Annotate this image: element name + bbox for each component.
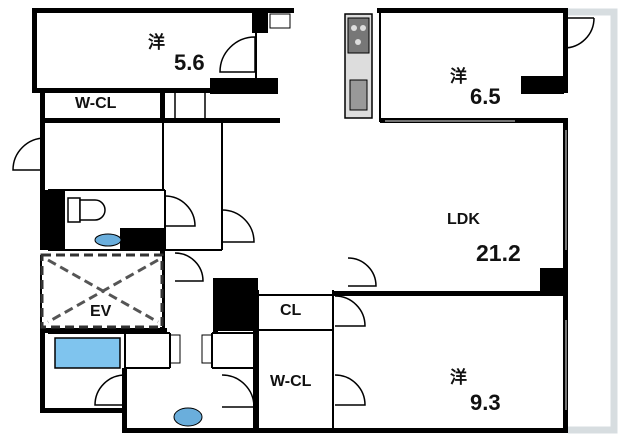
bathtub: [54, 337, 121, 369]
room-label-western-upper-right: 洋: [450, 67, 467, 87]
room-size-western-lower-right: 9.3: [470, 390, 501, 415]
balcony: [565, 8, 618, 434]
room-label-ldk: LDK: [447, 211, 480, 228]
room-label-western-lower-right: 洋: [450, 368, 467, 388]
room-label-ev: EV: [90, 303, 112, 320]
door-swings: [12, 17, 595, 408]
room-label-wcl-lower: W-CL: [270, 373, 312, 390]
cabinet-doors: [169, 13, 291, 364]
room-size-western-upper-right: 6.5: [470, 84, 501, 109]
room-label-wcl-upper: W-CL: [75, 95, 117, 112]
room-label-western-upper-left: 洋: [148, 33, 165, 53]
wash-basins: [94, 233, 203, 427]
walls: [32, 8, 568, 433]
elevator-shaft: [40, 253, 164, 329]
room-size-western-upper-left: 5.6: [174, 50, 205, 75]
kitchen-counter: [344, 13, 373, 119]
toilet: [67, 197, 106, 223]
windows: [385, 120, 567, 410]
room-size-ldk: 21.2: [476, 240, 521, 266]
room-label-cl: CL: [280, 302, 302, 319]
